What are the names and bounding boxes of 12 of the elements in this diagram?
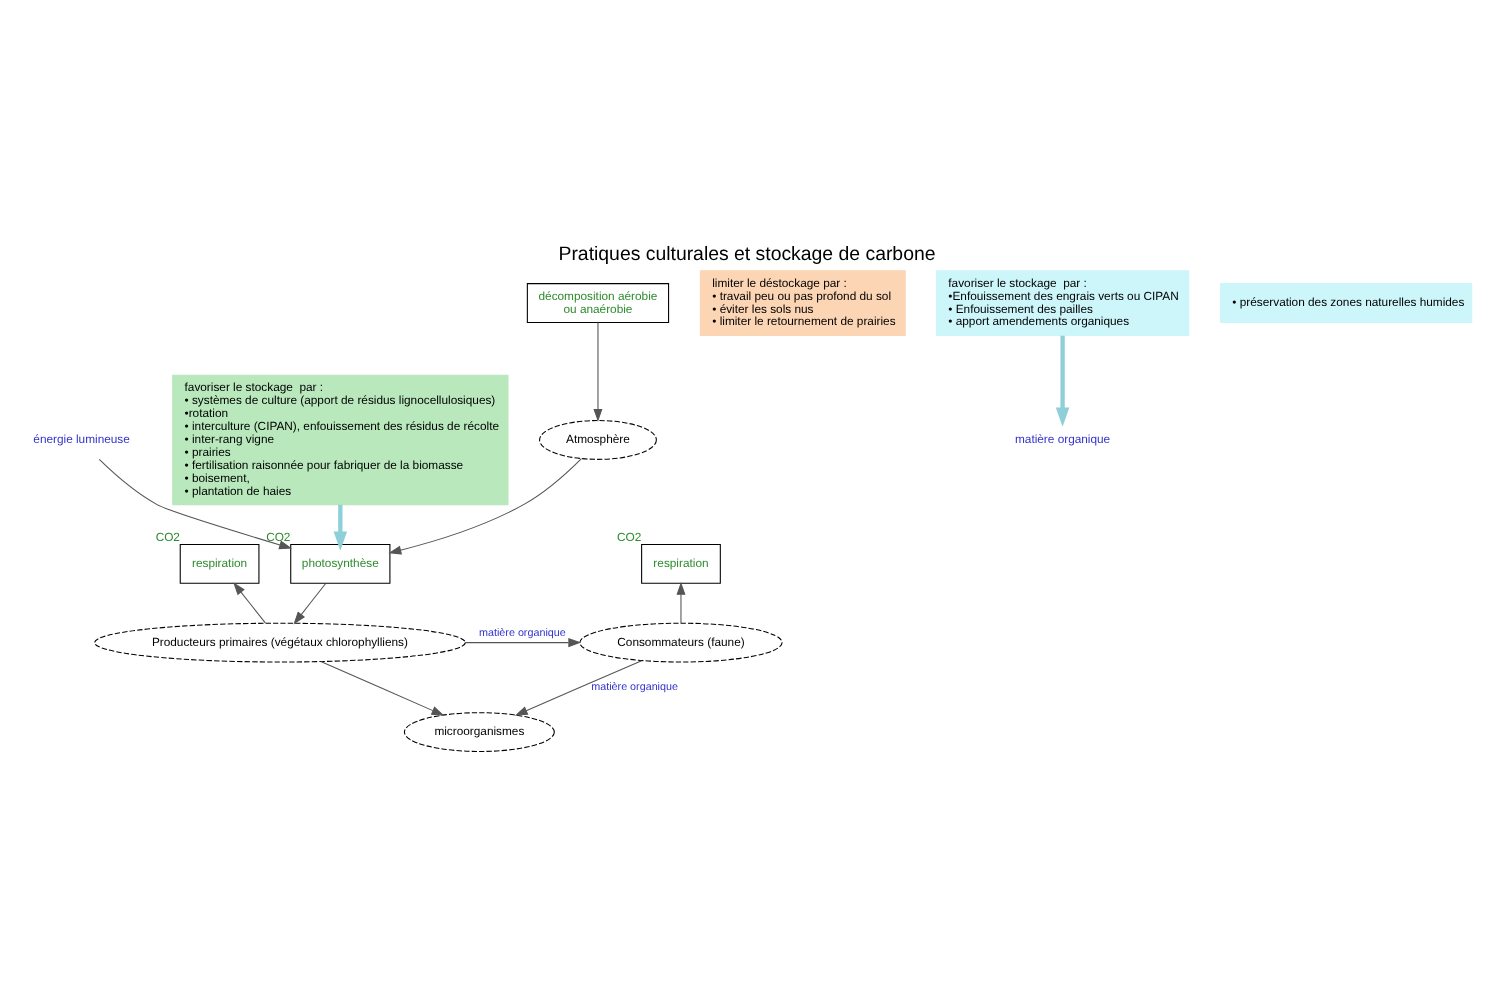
arrow xyxy=(332,503,347,550)
arrow xyxy=(387,457,581,554)
arrow xyxy=(463,637,581,647)
arrow xyxy=(292,582,326,624)
arrow xyxy=(1054,334,1069,426)
arrow xyxy=(592,321,602,421)
arrow xyxy=(232,581,266,623)
arrow xyxy=(319,660,444,715)
diagram-title: Pratiques culturales et stockage de carbone xyxy=(557,243,935,266)
arrow xyxy=(513,659,642,715)
arrow xyxy=(675,580,685,623)
arrow xyxy=(97,457,292,549)
